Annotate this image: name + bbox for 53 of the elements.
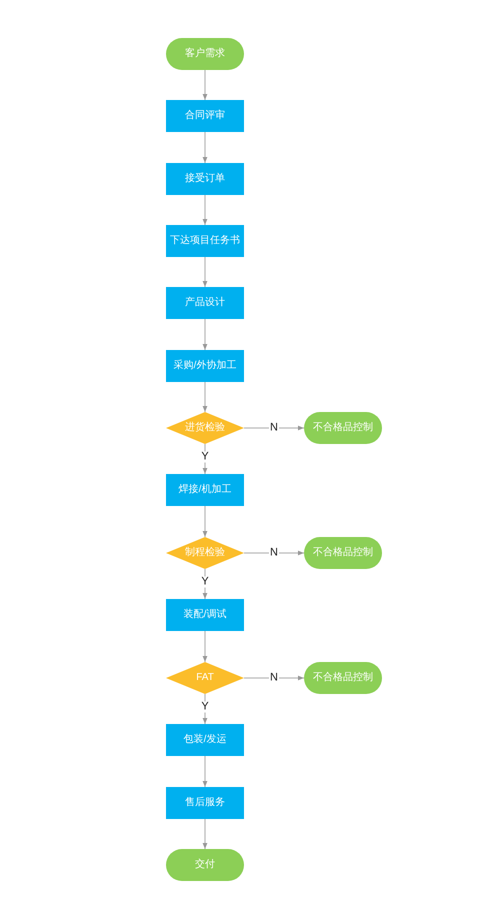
node-label: 不合格品控制 bbox=[313, 422, 373, 434]
arrow bbox=[244, 426, 304, 430]
process-box bbox=[166, 724, 244, 756]
arrow bbox=[202, 756, 208, 788]
arrow bbox=[202, 132, 208, 164]
process-box bbox=[166, 163, 244, 195]
process-box bbox=[166, 599, 244, 631]
edge-label: Y bbox=[200, 576, 210, 588]
node-label: 交付 bbox=[195, 858, 215, 872]
arrow bbox=[244, 550, 304, 556]
arrow bbox=[202, 194, 208, 226]
node-label: 采购/外协加工 bbox=[174, 360, 236, 372]
node-label: 包装/发运 bbox=[184, 734, 226, 746]
arrow bbox=[244, 676, 304, 680]
node-label: 进货检验 bbox=[185, 422, 225, 434]
arrow bbox=[202, 382, 208, 412]
node-label: 焊接/机加工 bbox=[178, 484, 232, 496]
terminal-pill bbox=[304, 537, 382, 569]
process-box bbox=[166, 225, 244, 257]
edge-label: Y bbox=[200, 702, 210, 712]
process-box bbox=[166, 287, 244, 319]
node-label: 不合格品控制 bbox=[313, 546, 373, 560]
arrow bbox=[202, 818, 208, 850]
node-label: 下达项目任务书 bbox=[170, 234, 240, 248]
node-label: 合同评审 bbox=[185, 110, 225, 122]
process-box bbox=[166, 787, 244, 819]
terminal-pill bbox=[304, 412, 382, 444]
node-label: 装配/调试 bbox=[184, 608, 226, 622]
decision-diamond bbox=[166, 412, 244, 444]
arrow bbox=[202, 256, 208, 288]
node-label: 接受订单 bbox=[185, 172, 225, 186]
terminal-pill bbox=[304, 662, 382, 694]
node-label: 客户需求 bbox=[185, 48, 225, 60]
arrow bbox=[202, 318, 208, 350]
edge-label: N bbox=[269, 422, 279, 434]
process-box bbox=[166, 474, 244, 506]
edge-label: N bbox=[269, 548, 279, 558]
edge-label: N bbox=[269, 672, 279, 684]
arrow bbox=[202, 506, 208, 538]
node-label: 产品设计 bbox=[185, 296, 225, 310]
terminal-pill bbox=[166, 38, 244, 70]
node-label: FAT bbox=[196, 672, 214, 684]
decision-diamond bbox=[166, 662, 244, 694]
process-box bbox=[166, 100, 244, 132]
terminal-pill bbox=[166, 849, 244, 881]
arrow bbox=[202, 630, 208, 662]
node-label: 不合格品控制 bbox=[313, 672, 373, 684]
node-label: 制程检验 bbox=[185, 546, 225, 560]
decision-diamond bbox=[166, 537, 244, 569]
arrow bbox=[202, 70, 208, 100]
node-label: 售后服务 bbox=[185, 796, 225, 810]
edge-label: Y bbox=[200, 452, 210, 462]
process-box bbox=[166, 350, 244, 382]
